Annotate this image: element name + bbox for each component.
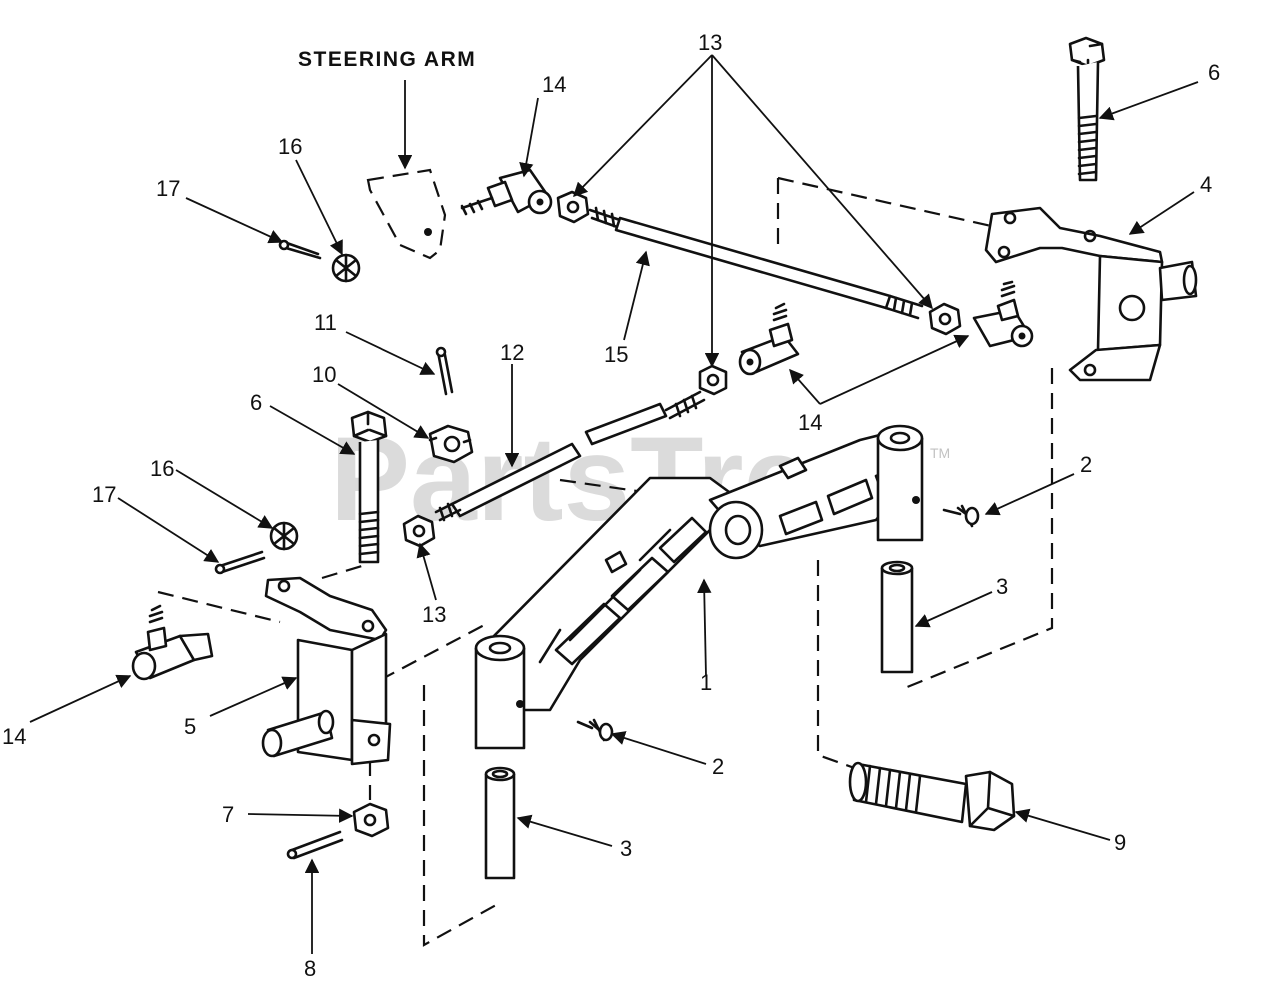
bolt-right xyxy=(1068,36,1106,182)
spindle-bracket-right xyxy=(984,206,1198,382)
bushing-right xyxy=(880,560,914,674)
pivot-bolt xyxy=(848,761,1016,832)
callout-14-middle: 14 xyxy=(798,410,822,435)
callout-3-right: 3 xyxy=(996,574,1008,599)
callout-14-top: 14 xyxy=(542,72,566,97)
callout-16-left: 16 xyxy=(150,456,174,481)
grease-fitting-right xyxy=(942,504,980,528)
callout-14-left: 14 xyxy=(2,724,26,749)
cotter-pin-left xyxy=(214,550,266,575)
alignment-lines xyxy=(157,176,1054,947)
callout-12: 12 xyxy=(500,340,524,365)
jam-nut-middle xyxy=(698,364,728,396)
front-axle xyxy=(474,424,924,750)
rod-segment xyxy=(584,390,706,446)
jam-nut-left xyxy=(402,514,436,548)
castle-nut-top xyxy=(331,253,361,283)
steering-arm-title: STEERING ARM xyxy=(298,48,476,71)
callout-17-top: 17 xyxy=(156,176,180,201)
cotter-pin-top xyxy=(278,239,322,260)
spindle-bracket-left xyxy=(261,576,392,766)
bushing-left xyxy=(484,766,516,880)
callout-15: 15 xyxy=(604,342,628,367)
callout-2-left: 2 xyxy=(712,754,724,779)
trademark: TM xyxy=(930,445,950,461)
callout-labels: 13 14 16 17 6 4 15 14 11 12 10 6 16 17 1… xyxy=(2,30,1220,981)
callout-3-left: 3 xyxy=(620,836,632,861)
callout-9: 9 xyxy=(1114,830,1126,855)
callout-4: 4 xyxy=(1200,172,1212,197)
slotted-nut xyxy=(428,424,474,464)
callout-1: 1 xyxy=(700,670,712,695)
bolt-left xyxy=(350,410,388,564)
tie-rod-short xyxy=(434,442,582,522)
ball-joint-middle xyxy=(738,302,800,376)
castle-nut-bottom xyxy=(352,802,390,838)
ball-joint-top xyxy=(460,168,553,216)
jam-nut-right xyxy=(928,302,962,336)
leader-lines xyxy=(29,54,1199,954)
callout-6-right: 6 xyxy=(1208,60,1220,85)
callout-13-top: 13 xyxy=(698,30,722,55)
callout-2-right: 2 xyxy=(1080,452,1092,477)
ball-joint-left xyxy=(131,604,214,681)
callout-10: 10 xyxy=(312,362,336,387)
callout-11: 11 xyxy=(314,310,337,335)
ball-joint-right xyxy=(972,280,1034,348)
cotter-pin-bottom xyxy=(286,830,344,860)
grease-fitting-left xyxy=(576,718,614,742)
callout-13-left: 13 xyxy=(422,602,446,627)
steering-arm-ghost xyxy=(366,168,447,260)
callout-16-top: 16 xyxy=(278,134,302,159)
cotter-pin-11 xyxy=(435,346,454,396)
callout-6-left: 6 xyxy=(250,390,262,415)
tie-rod-long xyxy=(588,206,924,320)
callout-8: 8 xyxy=(304,956,316,981)
jam-nut-top xyxy=(556,190,590,224)
castle-nut-left xyxy=(269,521,299,551)
callout-17-left: 17 xyxy=(92,482,116,507)
callout-5: 5 xyxy=(184,714,196,739)
callout-7: 7 xyxy=(222,802,234,827)
